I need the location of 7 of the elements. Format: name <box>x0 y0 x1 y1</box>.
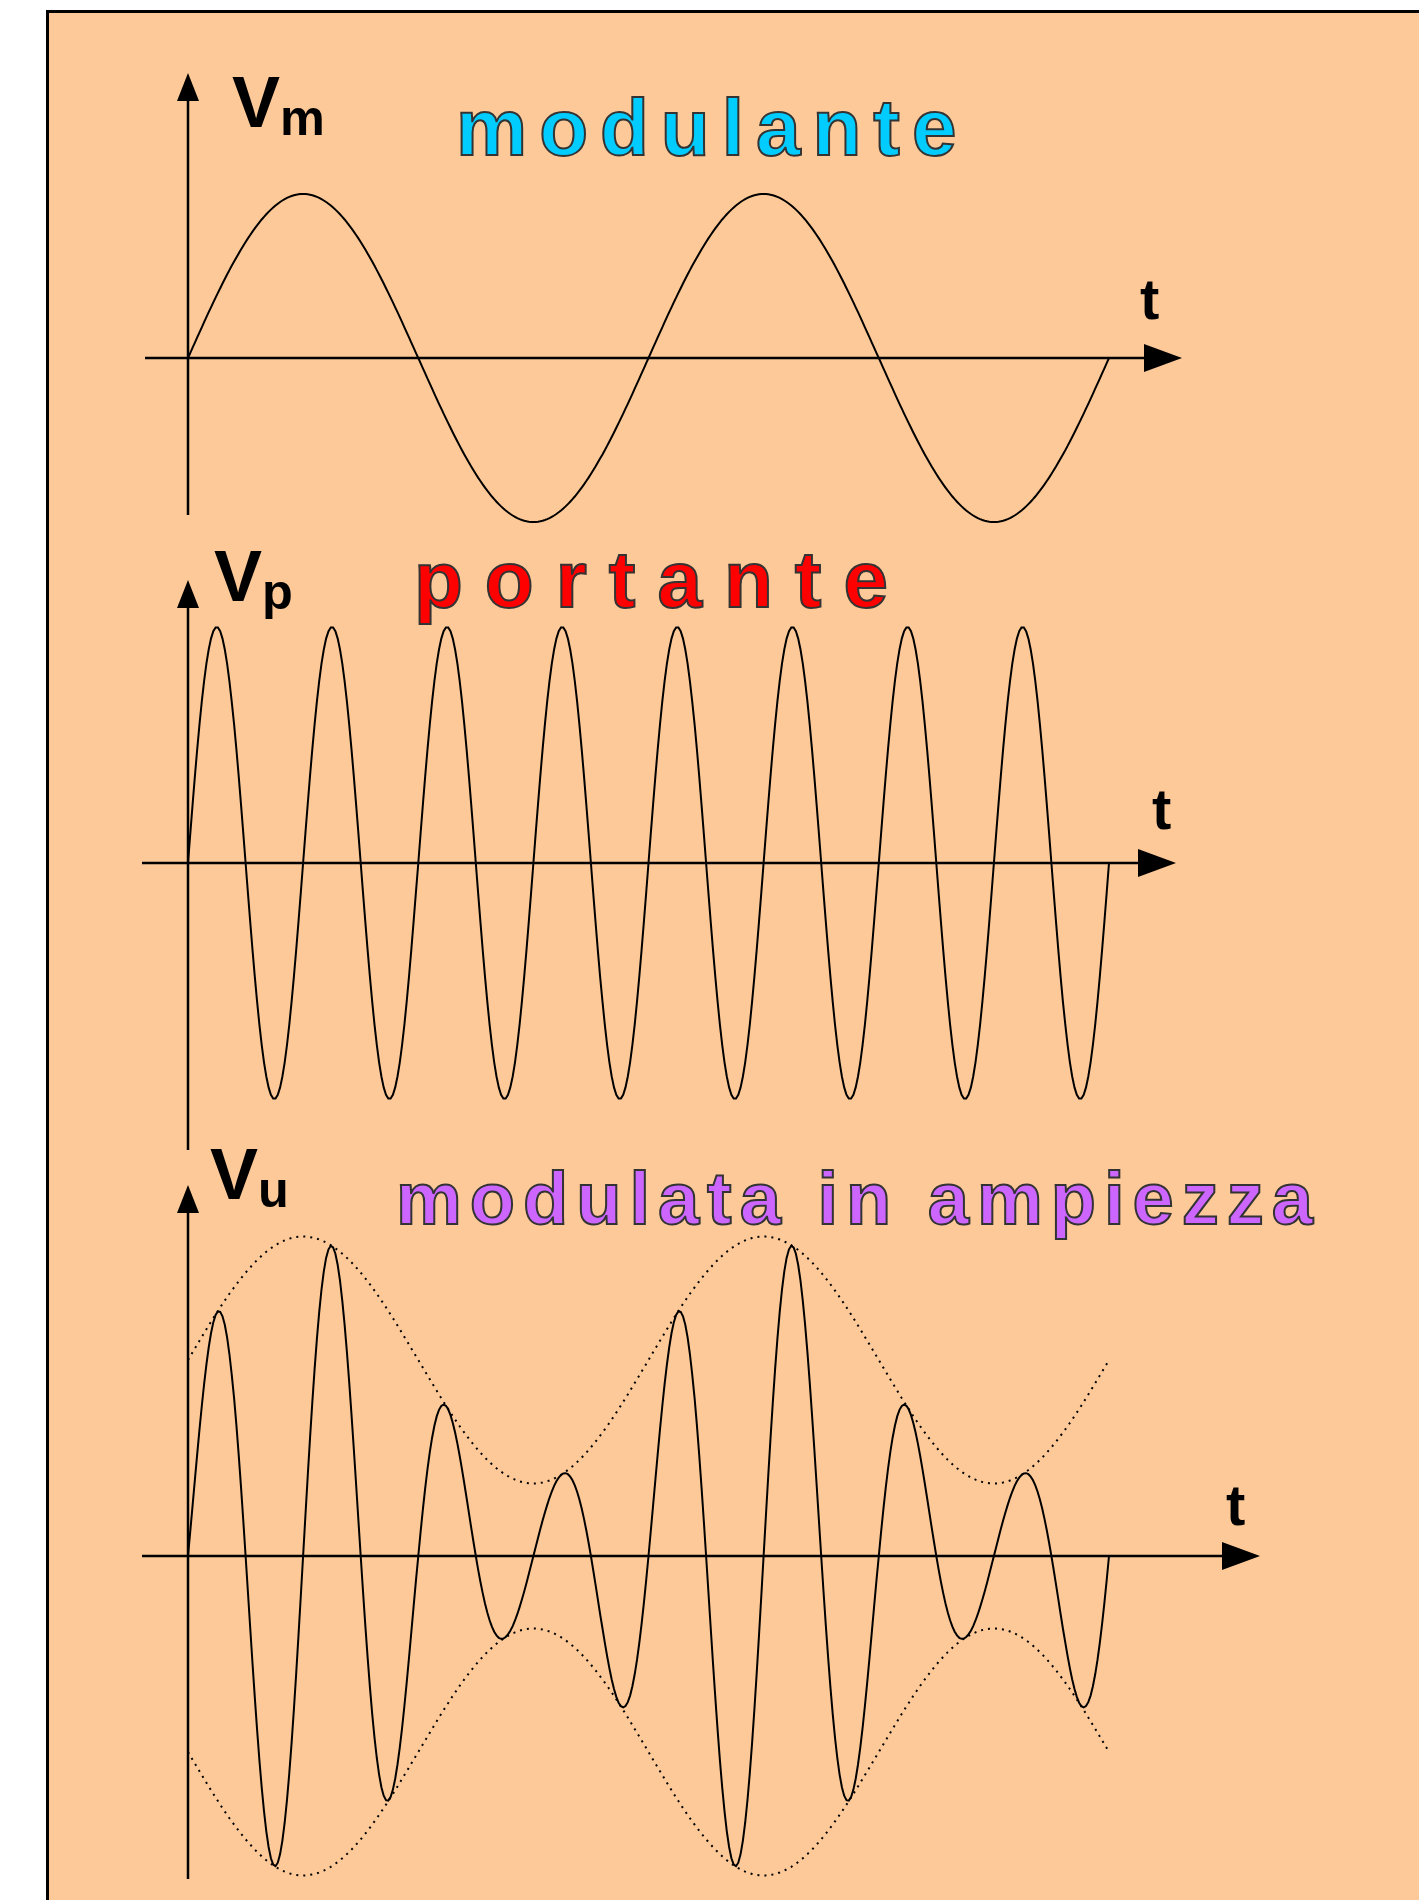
axis-label: t <box>1140 270 1160 328</box>
axis-label: V$_{m}$ <box>232 66 325 143</box>
axis-label: V$_{p}$ <box>214 540 293 617</box>
axis-label: t <box>1226 1476 1246 1534</box>
wave-title: modulante <box>456 88 969 168</box>
axis-label: t <box>1152 780 1172 838</box>
axis-label: V$_{u}$ <box>210 1138 289 1215</box>
